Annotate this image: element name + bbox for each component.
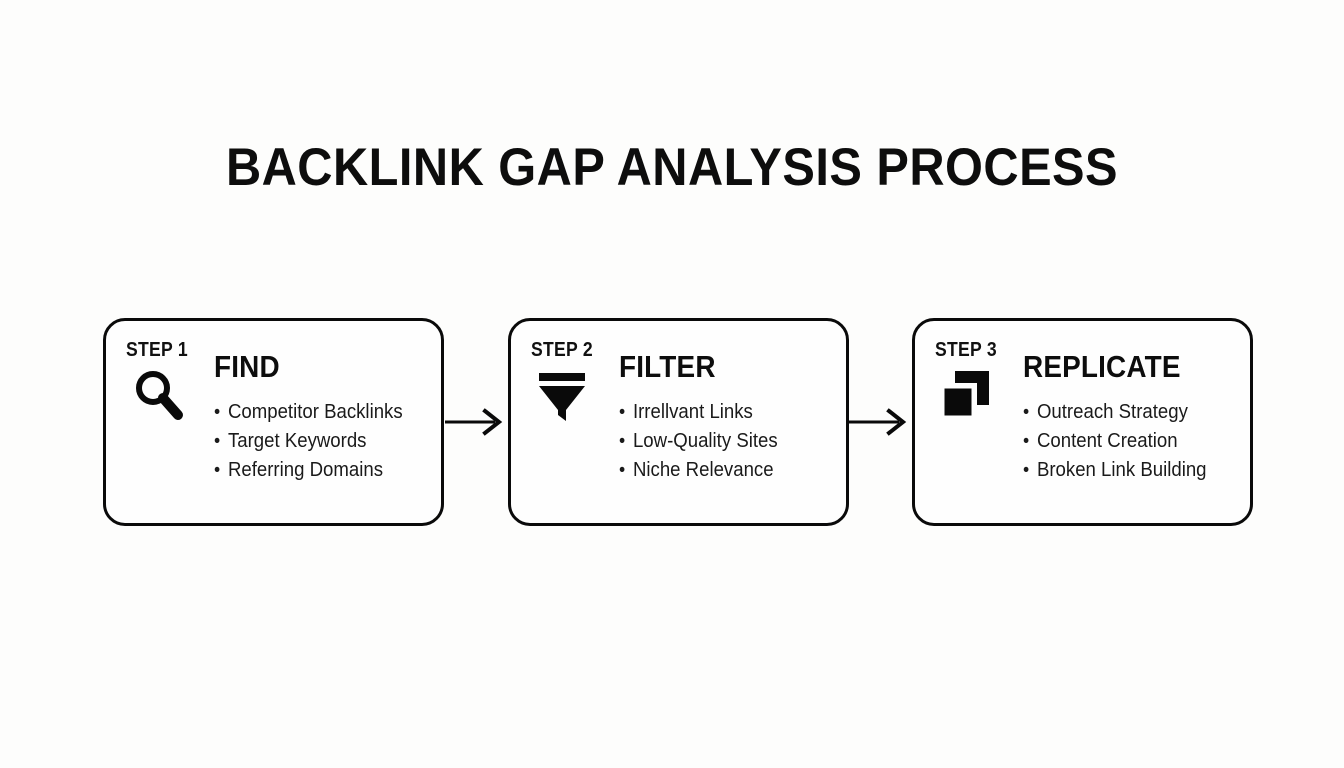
step-body: REPLICATE Outreach Strategy Content Crea… [1023,351,1238,485]
list-item: Irrellvant Links [619,398,819,427]
list-item: Broken Link Building [1023,456,1223,485]
funnel-icon [533,365,595,427]
step-card-replicate[interactable]: STEP 3 REPLICATE Outreach Strategy Conte… [912,318,1253,526]
step-label: STEP 1 [126,339,188,361]
step-card-filter[interactable]: STEP 2 FILTER Irrellvant Links Low-Quali… [507,318,849,526]
step-label: STEP 2 [530,339,593,361]
list-item: Low-Quality Sites [619,427,819,456]
bullet-list: Irrellvant Links Low-Quality Sites Niche… [619,398,834,485]
process-flow: STEP 1 FIND Competitor Backlinks Target … [103,318,1253,526]
list-item: Target Keywords [214,427,414,456]
step-label: STEP 3 [935,339,997,361]
step-body: FILTER Irrellvant Links Low-Quality Site… [619,351,834,485]
page-title: BACKLINK GAP ANALYSIS PROCESS [225,138,1119,197]
bullet-list: Competitor Backlinks Target Keywords Ref… [214,398,429,485]
copy-squares-icon [937,365,999,427]
list-item: Competitor Backlinks [214,398,414,427]
step-card-find[interactable]: STEP 1 FIND Competitor Backlinks Target … [103,318,444,526]
list-item: Referring Domains [214,456,414,485]
step-heading: REPLICATE [1023,349,1181,384]
list-item: Niche Relevance [619,456,819,485]
step-heading: FIND [214,349,280,384]
arrow-step1-to-step2 [444,407,507,437]
list-item: Outreach Strategy [1023,398,1223,427]
bullet-list: Outreach Strategy Content Creation Broke… [1023,398,1238,485]
list-item: Content Creation [1023,427,1223,456]
magnifier-icon [128,365,190,427]
arrow-step2-to-step3 [849,407,911,437]
step-body: FIND Competitor Backlinks Target Keyword… [214,351,429,485]
step-heading: FILTER [618,349,716,384]
